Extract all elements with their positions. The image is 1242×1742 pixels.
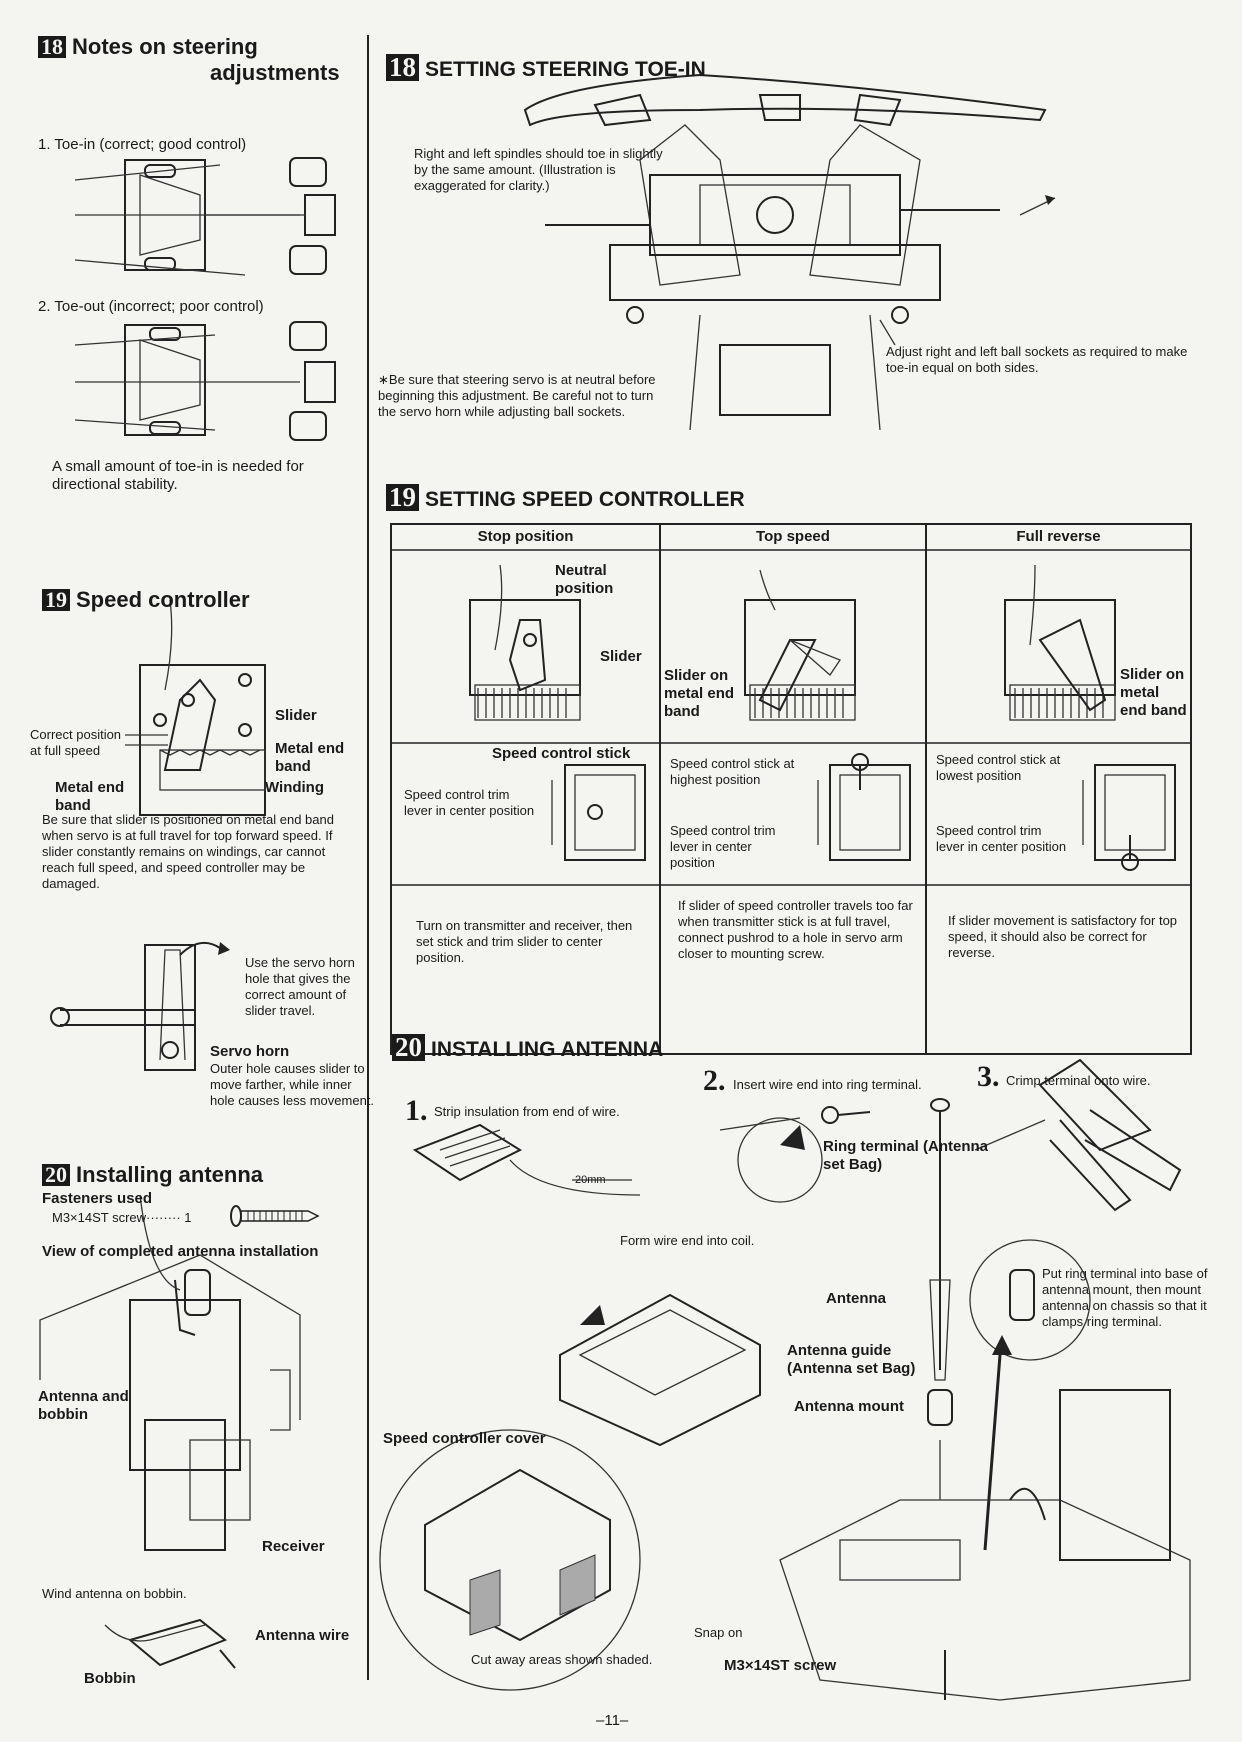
correct-position-label: Correct position at full speed xyxy=(30,727,122,758)
slider-label: Slider xyxy=(275,707,317,724)
neutral-position-label: Neutral position xyxy=(555,562,614,597)
steering-chassis-illustration xyxy=(523,73,1056,431)
metal-end-band-right-label: Metal end band xyxy=(275,740,345,775)
speed-controller-cover-illustration xyxy=(379,1293,761,1691)
ring-terminal-illustration xyxy=(719,1106,871,1203)
bobbin-label: Bobbin xyxy=(84,1670,136,1687)
fasteners-label: Fasteners used xyxy=(42,1190,153,1207)
left-s18-number: 18 xyxy=(38,36,66,58)
right-s18-heading: 18 SETTING STEERING TOE-IN xyxy=(386,54,706,82)
toe-in-label: 1. Toe-in (correct; good control) xyxy=(38,136,247,153)
step2-number: 2. xyxy=(703,1064,726,1097)
top-speed-controller-drawing xyxy=(744,569,856,721)
antenna-and-bobbin-label: Antenna and bobbin xyxy=(38,1388,129,1423)
right-s18-number: 18 xyxy=(386,54,419,81)
bobbin-illustration xyxy=(104,1618,236,1669)
toe-note: A small amount of toe-in is needed for d… xyxy=(52,458,304,493)
reverse-trim-note: Speed control trim lever in center posit… xyxy=(936,823,1067,854)
reverse-instruction: If slider movement is satisfactory for t… xyxy=(948,913,1178,960)
dimension-20mm: 20mm xyxy=(575,1174,606,1186)
top-instruction: If slider of speed controller travels to… xyxy=(678,898,913,961)
screw-count: M3×14ST screw········ 1 xyxy=(52,1210,192,1225)
step3-number: 3. xyxy=(977,1060,1000,1093)
view-label: View of completed antenna installation xyxy=(42,1243,319,1260)
right-s20-number: 20 xyxy=(392,1034,425,1061)
servo-horn-illustration xyxy=(50,941,230,1071)
antenna-mount-label: Antenna mount xyxy=(794,1398,904,1415)
header-stop-position: Stop position xyxy=(477,528,574,545)
top-stick-note: Speed control stick at highest position xyxy=(670,756,795,787)
left-s18-title2: adjustments xyxy=(210,60,340,85)
full-reverse-controller-drawing xyxy=(1004,564,1116,721)
servo-horn-label: Servo horn xyxy=(210,1043,290,1060)
metal-end-band-left-label: Metal end band xyxy=(55,779,125,814)
transmitter-stick-drawings xyxy=(551,753,1176,871)
page-number: –11– xyxy=(596,1712,629,1729)
speed-controller-table-grid xyxy=(390,523,1192,1055)
left-s19-title: Speed controller xyxy=(76,587,250,612)
left-s20-heading: 20 Installing antenna xyxy=(42,1162,263,1188)
top-trim-note: Speed control trim lever in center posit… xyxy=(670,823,776,870)
servo-horn-note: Outer hole causes slider to move farther… xyxy=(210,1061,375,1108)
screw-icon xyxy=(230,1205,320,1227)
chassis-illustration xyxy=(779,1389,1191,1701)
ring-terminal-label: Ring terminal (Antenna set Bag) xyxy=(823,1138,989,1173)
antenna-label: Antenna xyxy=(826,1290,886,1307)
speed-control-stick-label: Speed control stick xyxy=(492,745,631,762)
left-s20-title: Installing antenna xyxy=(76,1162,264,1187)
coil-note: Form wire end into coil. xyxy=(620,1233,755,1248)
right-s20-title: INSTALLING ANTENNA xyxy=(431,1038,664,1061)
top-slider-metal-end-band-label: Slider on metal end band xyxy=(664,667,735,720)
antenna-wire-label: Antenna wire xyxy=(255,1627,350,1644)
antenna-guide-label: Antenna guide (Antenna set Bag) xyxy=(787,1342,916,1377)
crimp-tool-illustration xyxy=(974,1058,1182,1212)
header-top-speed: Top speed xyxy=(756,528,830,545)
left-s18-title1: Notes on steering xyxy=(72,34,258,59)
left-s19-heading: 19 Speed controller xyxy=(42,587,250,613)
antenna-installation-illustration xyxy=(39,1194,301,1551)
right-s19-title: SETTING SPEED CONTROLLER xyxy=(425,488,745,511)
antenna-mount-illustration xyxy=(927,1098,1091,1551)
speed-controller-cover-label: Speed controller cover xyxy=(383,1430,546,1447)
wind-note: Wind antenna on bobbin. xyxy=(42,1586,187,1601)
stop-instruction: Turn on transmitter and receiver, then s… xyxy=(416,918,633,965)
left-s19-number: 19 xyxy=(42,589,70,611)
right-s19-heading: 19 SETTING SPEED CONTROLLER xyxy=(386,484,745,512)
slider-note: Be sure that slider is positioned on met… xyxy=(42,812,334,891)
step3-text: Crimp terminal onto wire. xyxy=(1006,1073,1151,1088)
right-s18-title: SETTING STEERING TOE-IN xyxy=(425,58,706,81)
receiver-label: Receiver xyxy=(262,1538,325,1555)
strip-wire-illustration xyxy=(412,1123,641,1196)
stop-position-controller-drawing xyxy=(469,564,581,721)
step1-number: 1. xyxy=(405,1094,428,1127)
winding-label: Winding xyxy=(265,779,325,796)
adjust-note: Adjust right and left ball sockets as re… xyxy=(886,344,1188,375)
toe-out-car-illustration xyxy=(74,321,336,441)
snap-on-label: Snap on xyxy=(694,1625,743,1640)
toe-out-label: 2. Toe-out (incorrect; poor control) xyxy=(38,298,264,315)
right-s19-number: 19 xyxy=(386,484,419,511)
step2-text: Insert wire end into ring terminal. xyxy=(733,1077,922,1092)
left-s18-heading: 18 Notes on steering xyxy=(38,34,358,60)
servo-neutral-note: ∗Be sure that steering servo is at neutr… xyxy=(378,372,656,419)
step1-text: Strip insulation from end of wire. xyxy=(434,1104,620,1119)
right-s20-heading: 20 INSTALLING ANTENNA xyxy=(392,1034,663,1062)
reverse-slider-metal-end-band-label: Slider on metal end band xyxy=(1120,666,1187,719)
spindles-note: Right and left spindles should toe in sl… xyxy=(414,146,663,193)
ring-terminal-mount-note: Put ring terminal into base of antenna m… xyxy=(1042,1266,1208,1329)
toe-in-car-illustration xyxy=(74,157,336,276)
speed-controller-illustration xyxy=(125,599,266,816)
servo-horn-hole-note: Use the servo horn hole that gives the c… xyxy=(245,955,355,1018)
header-full-reverse: Full reverse xyxy=(1016,528,1101,545)
stop-slider-label: Slider xyxy=(600,648,642,665)
left-s20-number: 20 xyxy=(42,1164,70,1186)
m3-screw-label: M3×14ST screw xyxy=(724,1657,837,1674)
stop-trim-note: Speed control trim lever in center posit… xyxy=(404,787,535,818)
cutaway-note: Cut away areas shown shaded. xyxy=(471,1652,653,1667)
reverse-stick-note: Speed control stick at lowest position xyxy=(936,752,1061,783)
